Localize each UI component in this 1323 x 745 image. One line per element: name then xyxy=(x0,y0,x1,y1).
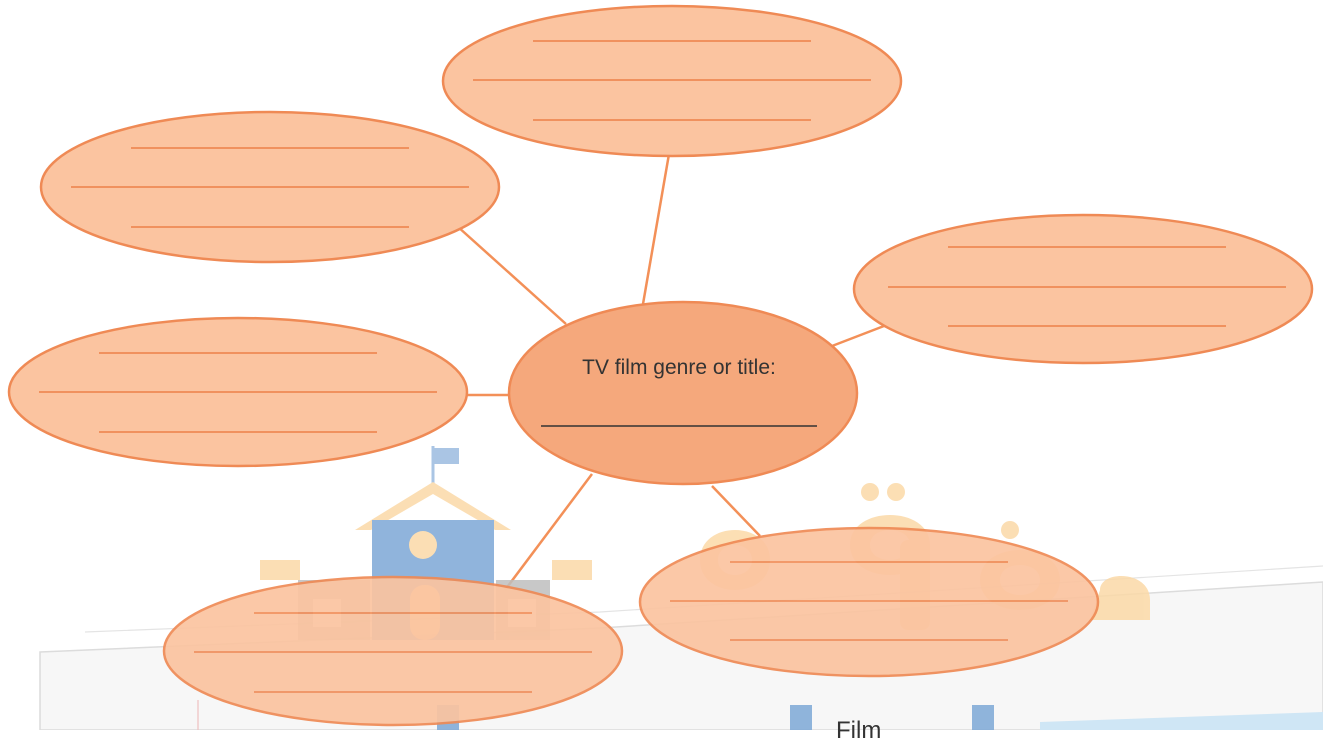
connector-right xyxy=(831,324,885,348)
connector-lower-left xyxy=(504,473,593,591)
connector-top xyxy=(641,153,671,305)
bubble-lower-left xyxy=(162,575,624,727)
spider-diagram xyxy=(7,4,1323,730)
connector-lower-right xyxy=(711,485,761,537)
bubble-top xyxy=(441,4,903,158)
bubble-lower-right xyxy=(638,526,1100,678)
center-bubble xyxy=(507,300,859,486)
center-label: TV film genre or title: xyxy=(582,356,776,379)
bubble-upper-left xyxy=(39,110,501,264)
background-text-fragment: Film xyxy=(836,717,882,744)
connectors xyxy=(456,153,885,591)
bubble-right xyxy=(852,213,1314,365)
connector-upper-left xyxy=(456,225,567,325)
bubble-left xyxy=(7,316,469,468)
